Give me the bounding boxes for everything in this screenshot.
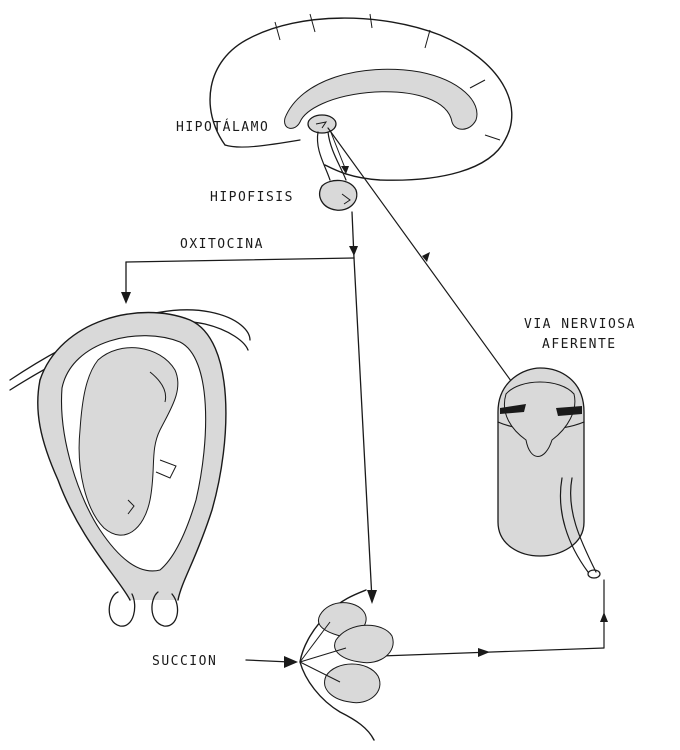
pregnant-uterus xyxy=(10,310,250,626)
oxytocin-label: OXITOCINA xyxy=(180,237,264,252)
afferent-nerve-label-line2: AFERENTE xyxy=(542,337,617,352)
suction-arrow xyxy=(246,656,298,668)
brain xyxy=(210,14,512,180)
pituitary-label: HIPOFISIS xyxy=(210,190,294,205)
spinal-cord-segment xyxy=(498,368,600,578)
afferent-nerve-label-line1: VIA NERVIOSA xyxy=(524,317,636,332)
hypothalamus xyxy=(308,115,336,133)
suction-label: SUCCION xyxy=(152,654,217,669)
mammary-gland xyxy=(300,590,393,740)
hypothalamus-label: HIPOTÁLAMO xyxy=(176,120,269,135)
